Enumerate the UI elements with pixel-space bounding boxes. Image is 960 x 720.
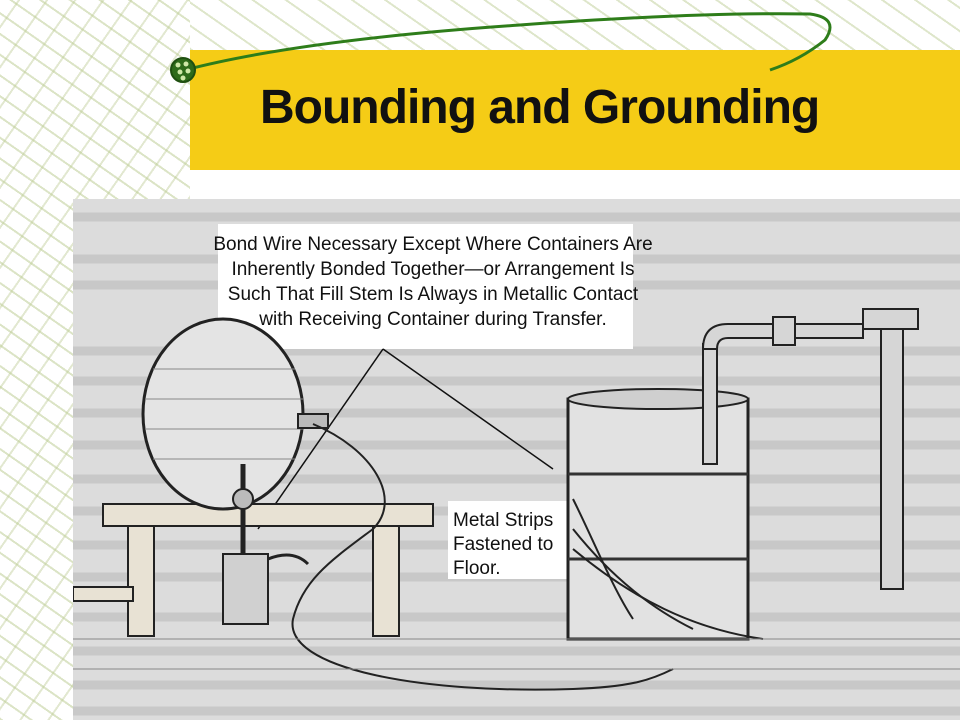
background-pattern-top bbox=[190, 0, 960, 50]
callout-box-bond bbox=[218, 224, 633, 349]
floor-lines bbox=[73, 638, 960, 670]
accent-curve bbox=[184, 12, 832, 72]
fill-pipe bbox=[701, 308, 919, 590]
callout-box-strips bbox=[448, 501, 583, 579]
small-container bbox=[222, 553, 310, 625]
horizontal-tank bbox=[141, 317, 329, 559]
decor-layer bbox=[170, 12, 832, 83]
diagram-drawing bbox=[73, 212, 960, 716]
stand bbox=[73, 503, 434, 637]
title-band bbox=[190, 50, 960, 170]
leader-lines bbox=[257, 348, 554, 530]
slide-title: Bounding and Grounding bbox=[260, 81, 820, 134]
bonding-diagram-figure: Bond Wire Necessary Except Where Contain… bbox=[73, 199, 960, 720]
bond-wire bbox=[291, 423, 674, 691]
callout-metal-strips: Metal Strips Fastened to Floor. bbox=[453, 510, 554, 579]
drum bbox=[566, 388, 750, 641]
metal-strips bbox=[572, 498, 764, 640]
bead-icon bbox=[170, 57, 196, 83]
callout-bond-wire: Bond Wire Necessary Except Where Contain… bbox=[213, 234, 653, 330]
